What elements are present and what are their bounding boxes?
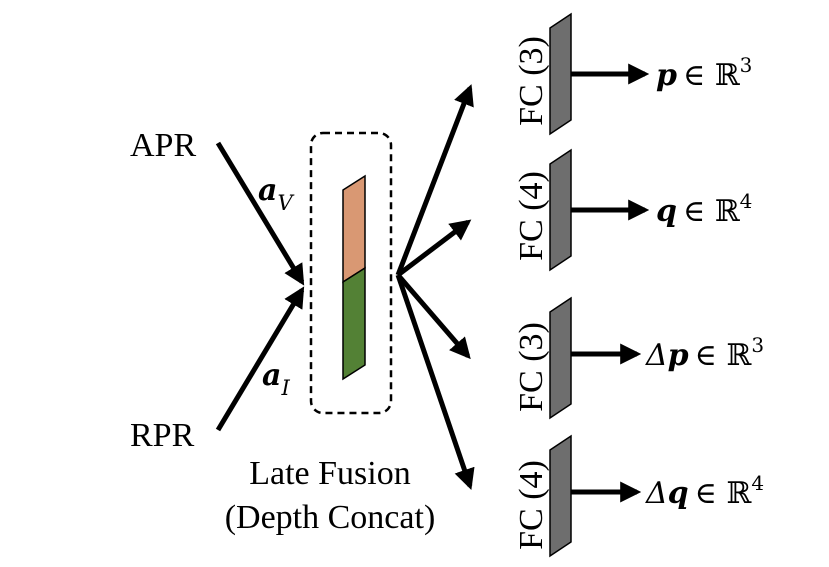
- branch-arrow-4: [395, 274, 475, 490]
- head-4: FC (4) Δq∈ ℝ4: [513, 434, 764, 558]
- fc-layer-block: [549, 434, 572, 558]
- branch-arrow-1: [395, 84, 474, 276]
- a-v-base: a: [258, 173, 277, 208]
- output-set: ∈ ℝ: [683, 58, 741, 93]
- fc-label: FC (3): [513, 322, 550, 412]
- output-dim: 3: [740, 53, 753, 77]
- output-symbol: q: [668, 476, 689, 511]
- output-dim: 4: [751, 471, 764, 495]
- fc-label: FC (3): [513, 36, 550, 126]
- fusion-box: [309, 131, 393, 415]
- head-2: FC (4) q∈ ℝ4: [513, 148, 752, 272]
- output-set: ∈ ℝ: [695, 476, 753, 511]
- a-i-base: a: [262, 358, 281, 393]
- visual-feature-block: [342, 174, 366, 284]
- fc-layer-block: [549, 148, 572, 272]
- output-label: Δq∈ ℝ4: [645, 471, 764, 511]
- output-prefix: Δ: [645, 476, 668, 511]
- apr-arrow: [215, 141, 305, 286]
- fc-layer-block: [549, 296, 572, 420]
- output-label: q∈ ℝ4: [656, 189, 752, 229]
- branch-arrow-3: [396, 273, 471, 360]
- a-v-subscript: V: [277, 191, 294, 215]
- output-set: ∈ ℝ: [683, 194, 741, 229]
- rpr-label: RPR: [130, 417, 195, 454]
- fc-label: FC (4): [513, 460, 550, 550]
- output-dim: 3: [751, 333, 764, 357]
- output-symbol: p: [668, 338, 689, 373]
- output-symbol: p: [656, 58, 677, 93]
- apr-label: APR: [130, 127, 196, 164]
- a-i-label: aI: [262, 358, 290, 400]
- head-1: FC (3) p∈ ℝ3: [513, 12, 752, 136]
- fc-label: FC (4): [513, 171, 550, 261]
- output-label: Δp∈ ℝ3: [645, 333, 764, 373]
- output-dim: 4: [740, 189, 753, 213]
- branch-arrow-2: [396, 219, 472, 277]
- output-prefix: Δ: [645, 338, 668, 373]
- a-v-label: aV: [258, 173, 294, 215]
- head-3: FC (3) Δp∈ ℝ3: [513, 296, 764, 420]
- fc-layer-block: [549, 12, 572, 136]
- fusion-label-line1: Late Fusion: [249, 455, 410, 492]
- a-i-subscript: I: [280, 376, 290, 400]
- output-symbol: q: [656, 194, 677, 229]
- inertial-feature-block: [342, 266, 366, 381]
- rpr-arrow: [215, 286, 305, 432]
- output-set: ∈ ℝ: [695, 338, 753, 373]
- output-label: p∈ ℝ3: [656, 53, 752, 93]
- fusion-label-line2: (Depth Concat): [225, 499, 436, 536]
